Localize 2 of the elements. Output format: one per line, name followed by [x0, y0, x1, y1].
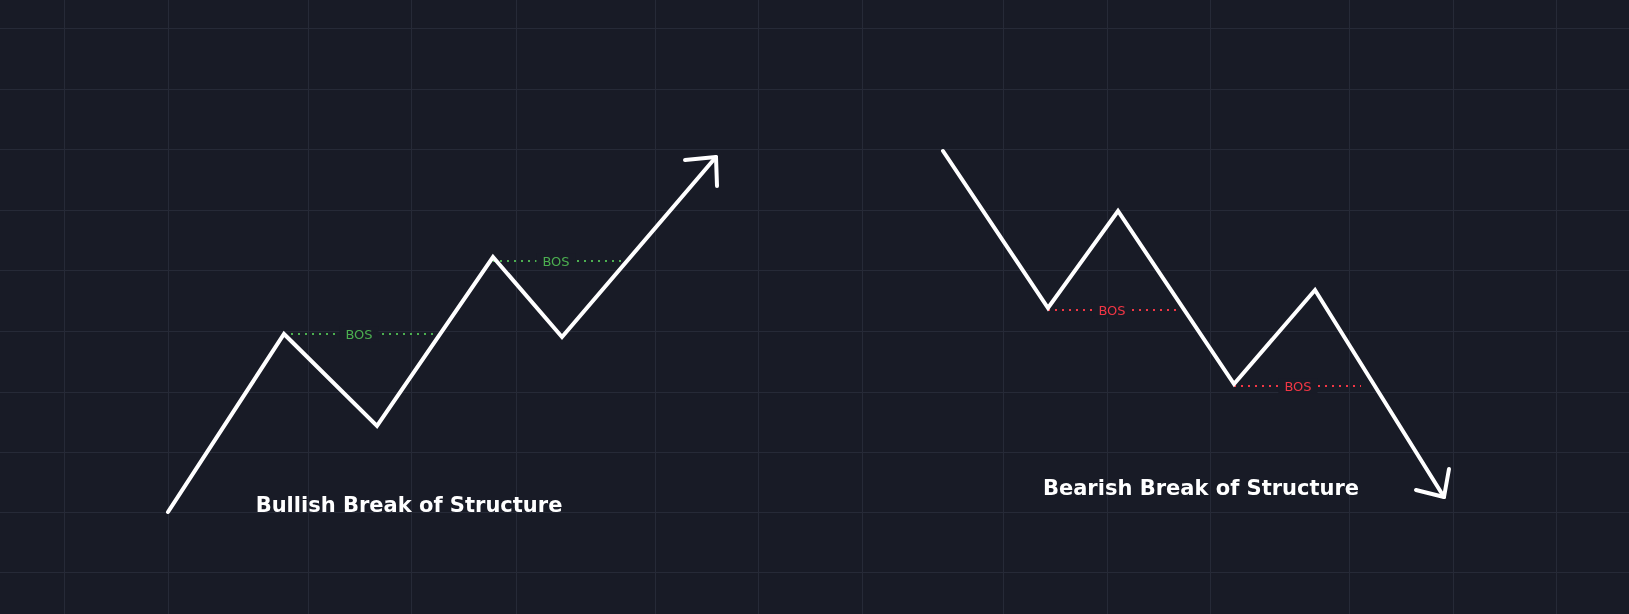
- pattern-caption: Bullish Break of Structure: [255, 492, 563, 518]
- pattern-caption: Bearish Break of Structure: [1042, 475, 1360, 501]
